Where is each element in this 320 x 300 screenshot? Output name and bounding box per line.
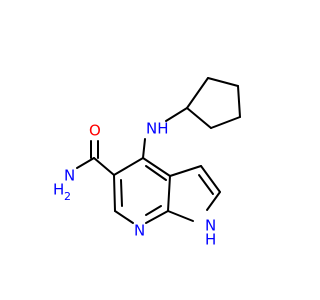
bond [145,210,169,224]
pyridine-nitrogen-label: N [134,222,145,240]
amine-nh-label: NH [146,120,169,138]
pyrrole-ring [167,165,221,222]
bond [113,174,116,212]
bond [167,175,171,212]
bond [210,116,241,129]
bond [207,77,239,87]
bond [142,138,146,159]
bond [76,157,95,169]
bond [114,210,134,224]
bond [145,165,167,181]
bond [186,77,209,109]
bond [200,165,221,193]
molecule-structure: NH O N H 2 N N H [53,77,241,249]
pyrrole-nitrogen-label: N [205,217,216,235]
pyrrole-hydrogen-label: H [205,231,216,249]
bond [93,157,115,176]
carboxamide-group [76,140,115,176]
bond [198,174,214,195]
amide-nitrogen-label: N [64,167,75,185]
bond [165,107,188,122]
bond [142,157,171,177]
bond [237,85,241,118]
bond [206,191,221,211]
amide-hydrogen-label: H [53,181,64,199]
bond [120,179,123,207]
pyridine-ring [113,157,171,224]
bond [167,210,194,222]
bond [113,157,144,176]
amide-h-subscript: 2 [64,190,71,203]
bond [169,165,202,177]
bond [186,107,212,129]
bond [145,205,162,216]
cyclopentyl-ring [186,77,241,129]
carbonyl-oxygen-label: O [89,122,101,140]
